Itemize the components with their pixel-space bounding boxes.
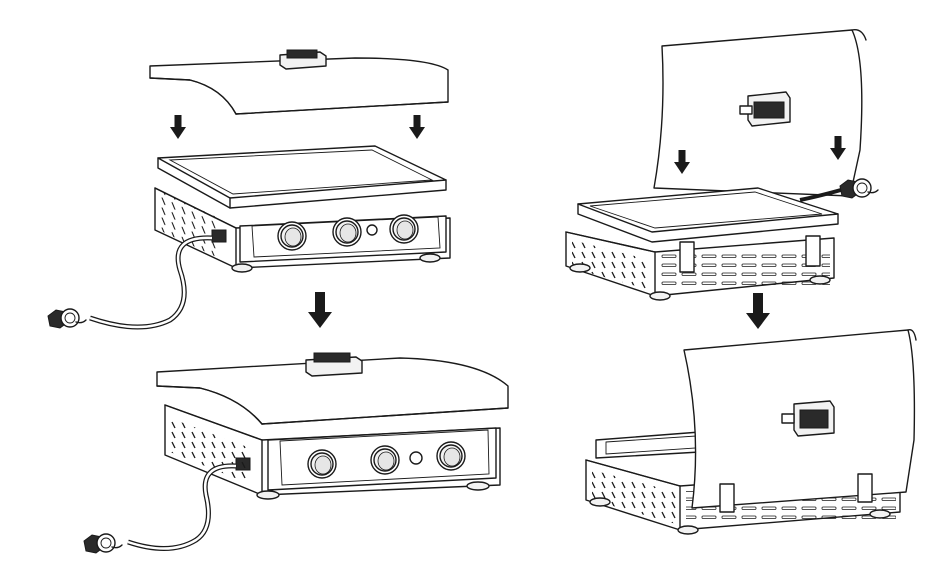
gas-regulator-icon [83,533,123,554]
step-top-left [47,49,451,330]
lid-exploded [149,49,449,115]
lid-closed [156,352,509,425]
control-knob-icon [436,441,466,471]
lid-upright [653,29,867,197]
control-knob-icon [370,445,400,475]
griddle-plate [157,145,447,209]
lid-handle-icon [279,49,327,70]
step-bottom-left [83,352,509,554]
grill-body [154,187,451,273]
control-knob-icon [389,214,419,244]
arrow-down-icon [170,115,186,139]
gas-hose [127,463,237,552]
control-knob-icon [277,221,307,251]
arrow-down-icon [308,292,332,328]
gas-regulator-icon [839,178,879,199]
lid-handle-icon [781,400,835,437]
control-knob-icon [332,217,362,247]
griddle-plate [577,187,839,243]
gas-hose [89,235,213,330]
step-bottom-right [585,329,917,535]
lid-upright [683,329,917,513]
gas-regulator-icon [47,308,87,329]
griddle-plate [595,431,701,459]
igniter-button [366,224,378,236]
igniter-button [409,451,423,465]
control-knob-icon [307,449,337,479]
arrow-down-icon [746,293,770,329]
lid-handle-icon [739,91,791,127]
lid-handle-icon [305,352,363,377]
step-top-right [565,29,879,301]
arrow-down-icon [409,115,425,139]
grill-body [565,231,835,301]
grill-body [164,404,501,500]
